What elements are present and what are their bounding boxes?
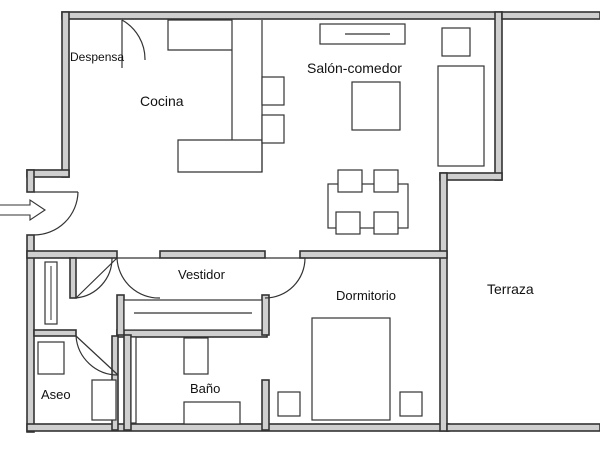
wall-hall-right xyxy=(299,250,448,259)
kitchen-stool-1 xyxy=(261,76,285,106)
nightstand-left xyxy=(277,391,301,417)
bano-bathtub xyxy=(183,401,241,425)
wall-bano-right xyxy=(261,379,270,431)
bano-door-arc xyxy=(75,335,119,376)
wall-vestidor-bottom xyxy=(116,329,268,338)
wall-aseo-closet xyxy=(69,257,77,299)
entrance-arrow-icon xyxy=(0,198,46,222)
wall-terrace-divider xyxy=(439,172,448,432)
wall-entrance-top xyxy=(26,169,35,193)
label-bano: Baño xyxy=(190,381,220,396)
terrace-railing-bottom xyxy=(446,423,600,432)
bath-fixtures xyxy=(37,261,241,425)
label-despensa: Despensa xyxy=(70,50,124,64)
label-dormitorio: Dormitorio xyxy=(336,288,396,303)
bano-door-leaf xyxy=(75,335,119,376)
outer-walls xyxy=(26,11,600,433)
label-cocina: Cocina xyxy=(140,93,184,109)
dining-chair-3 xyxy=(335,211,361,235)
label-vestidor: Vestidor xyxy=(178,267,226,282)
wall-bottom xyxy=(26,423,450,432)
shower-edge xyxy=(130,336,137,424)
wall-left-lower xyxy=(26,234,35,433)
label-aseo: Aseo xyxy=(41,387,71,402)
wardrobe xyxy=(123,299,263,331)
bano-sink xyxy=(183,337,209,375)
bed xyxy=(311,317,391,421)
wall-salon-step xyxy=(439,172,503,181)
despensa-door-arc xyxy=(121,19,146,61)
wall-bano-left xyxy=(123,334,132,431)
wall-vestidor-left xyxy=(116,294,125,336)
dining-chair-4 xyxy=(373,211,399,235)
label-salon-comedor: Salón-comedor xyxy=(307,60,402,76)
kitchen-furniture xyxy=(167,19,285,173)
dormitorio-door-arc xyxy=(264,257,306,299)
wall-left-upper xyxy=(61,11,70,178)
label-terraza: Terraza xyxy=(487,281,534,297)
kitchen-counter xyxy=(167,19,263,173)
wall-vestidor-right xyxy=(261,294,270,336)
wall-hall-mid xyxy=(159,250,266,259)
nightstand-right xyxy=(399,391,423,417)
dormitorio-furniture xyxy=(277,317,423,421)
wall-right-salon xyxy=(494,11,503,181)
terrace-railing-top xyxy=(501,11,600,20)
doors xyxy=(33,19,306,376)
wall-aseo-top xyxy=(33,329,77,337)
dining-chair-1 xyxy=(337,169,363,193)
sofa xyxy=(437,65,485,167)
coffee-table xyxy=(351,81,401,131)
entrance-door-arc xyxy=(33,191,79,236)
dining-chair-2 xyxy=(373,169,399,193)
wall-top xyxy=(61,11,503,20)
aseo-sink xyxy=(37,341,65,375)
kitchen-stool-2 xyxy=(261,114,285,144)
aseo-door-arc xyxy=(75,257,113,299)
aseo-door-leaf xyxy=(75,257,118,299)
salon-furniture xyxy=(319,23,485,235)
room-labels: Despensa Cocina Salón-comedor Vestidor D… xyxy=(41,50,534,402)
vestidor-door-arc xyxy=(116,257,161,299)
side-table xyxy=(441,27,471,57)
aseo-toilet xyxy=(91,379,117,421)
wall-hall-left xyxy=(26,250,118,259)
vestidor-furniture xyxy=(123,299,263,331)
